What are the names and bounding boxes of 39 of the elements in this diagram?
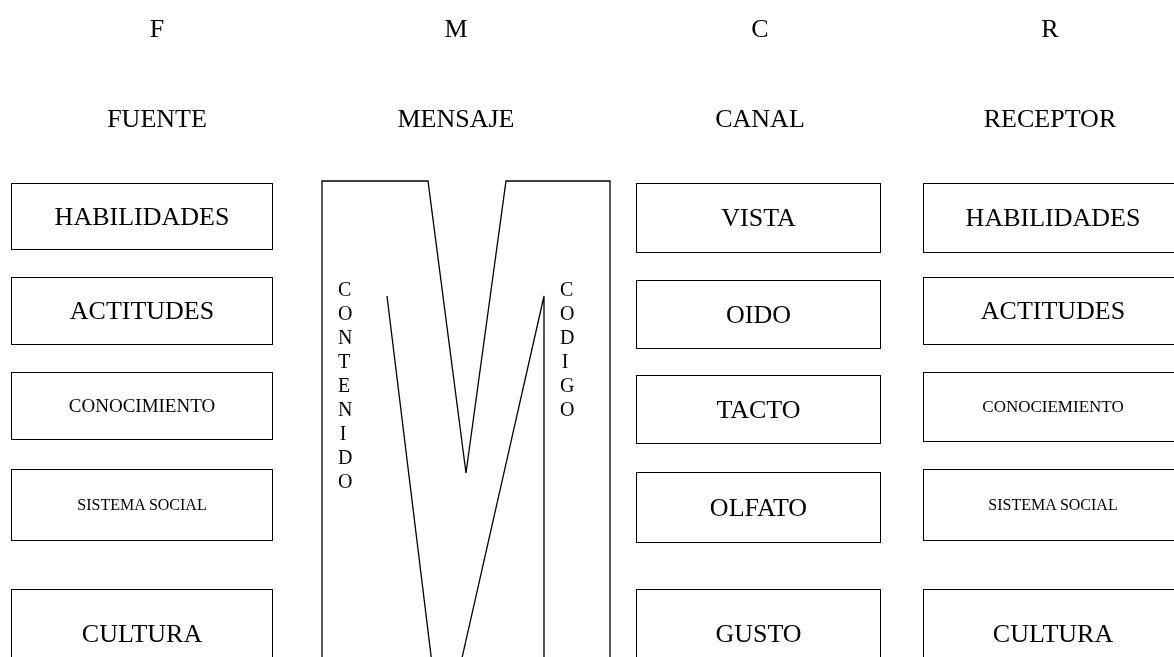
- column-letter: F: [149, 14, 165, 44]
- column-heading: CANAL: [715, 104, 805, 134]
- box-label: VISTA: [721, 203, 796, 233]
- letter-m-shape: [321, 180, 612, 657]
- box-label: CULTURA: [992, 619, 1114, 649]
- box-label: ACTITUDES: [980, 296, 1126, 326]
- column-letter: C: [751, 14, 769, 44]
- text-box: [636, 183, 881, 253]
- text-box: [923, 469, 1174, 541]
- text-box: [923, 183, 1174, 253]
- box-label: GUSTO: [715, 619, 802, 649]
- text-box: [11, 372, 273, 440]
- box-label: HABILIDADES: [54, 201, 230, 232]
- text-box: [11, 589, 273, 657]
- box-label: CULTURA: [81, 619, 203, 649]
- box-label: OLFATO: [709, 492, 808, 523]
- text-box: [636, 589, 881, 657]
- box-label: CONOCIMIENTO: [68, 395, 216, 417]
- text-box: [923, 372, 1174, 442]
- box-label: HABILIDADES: [965, 203, 1141, 233]
- column-heading: MENSAJE: [397, 104, 515, 134]
- text-box: [11, 469, 273, 541]
- text-box: [636, 472, 881, 543]
- text-box: [636, 375, 881, 444]
- column-letter: M: [444, 14, 468, 44]
- box-label: SISTEMA SOCIAL: [988, 496, 1118, 514]
- box-label: SISTEMA SOCIAL: [77, 496, 207, 514]
- box-label: TACTO: [716, 394, 801, 425]
- column-heading: FUENTE: [107, 104, 207, 134]
- box-label: ACTITUDES: [69, 296, 215, 326]
- text-box: [11, 277, 273, 345]
- column-letter: R: [1041, 14, 1059, 44]
- text-box: [923, 277, 1174, 345]
- text-box: [11, 183, 273, 250]
- text-box: [636, 280, 881, 349]
- box-label: CONOCIEMIENTO: [982, 397, 1124, 417]
- column-heading: RECEPTOR: [983, 104, 1117, 134]
- text-box: [923, 589, 1174, 657]
- box-label: OIDO: [726, 299, 791, 330]
